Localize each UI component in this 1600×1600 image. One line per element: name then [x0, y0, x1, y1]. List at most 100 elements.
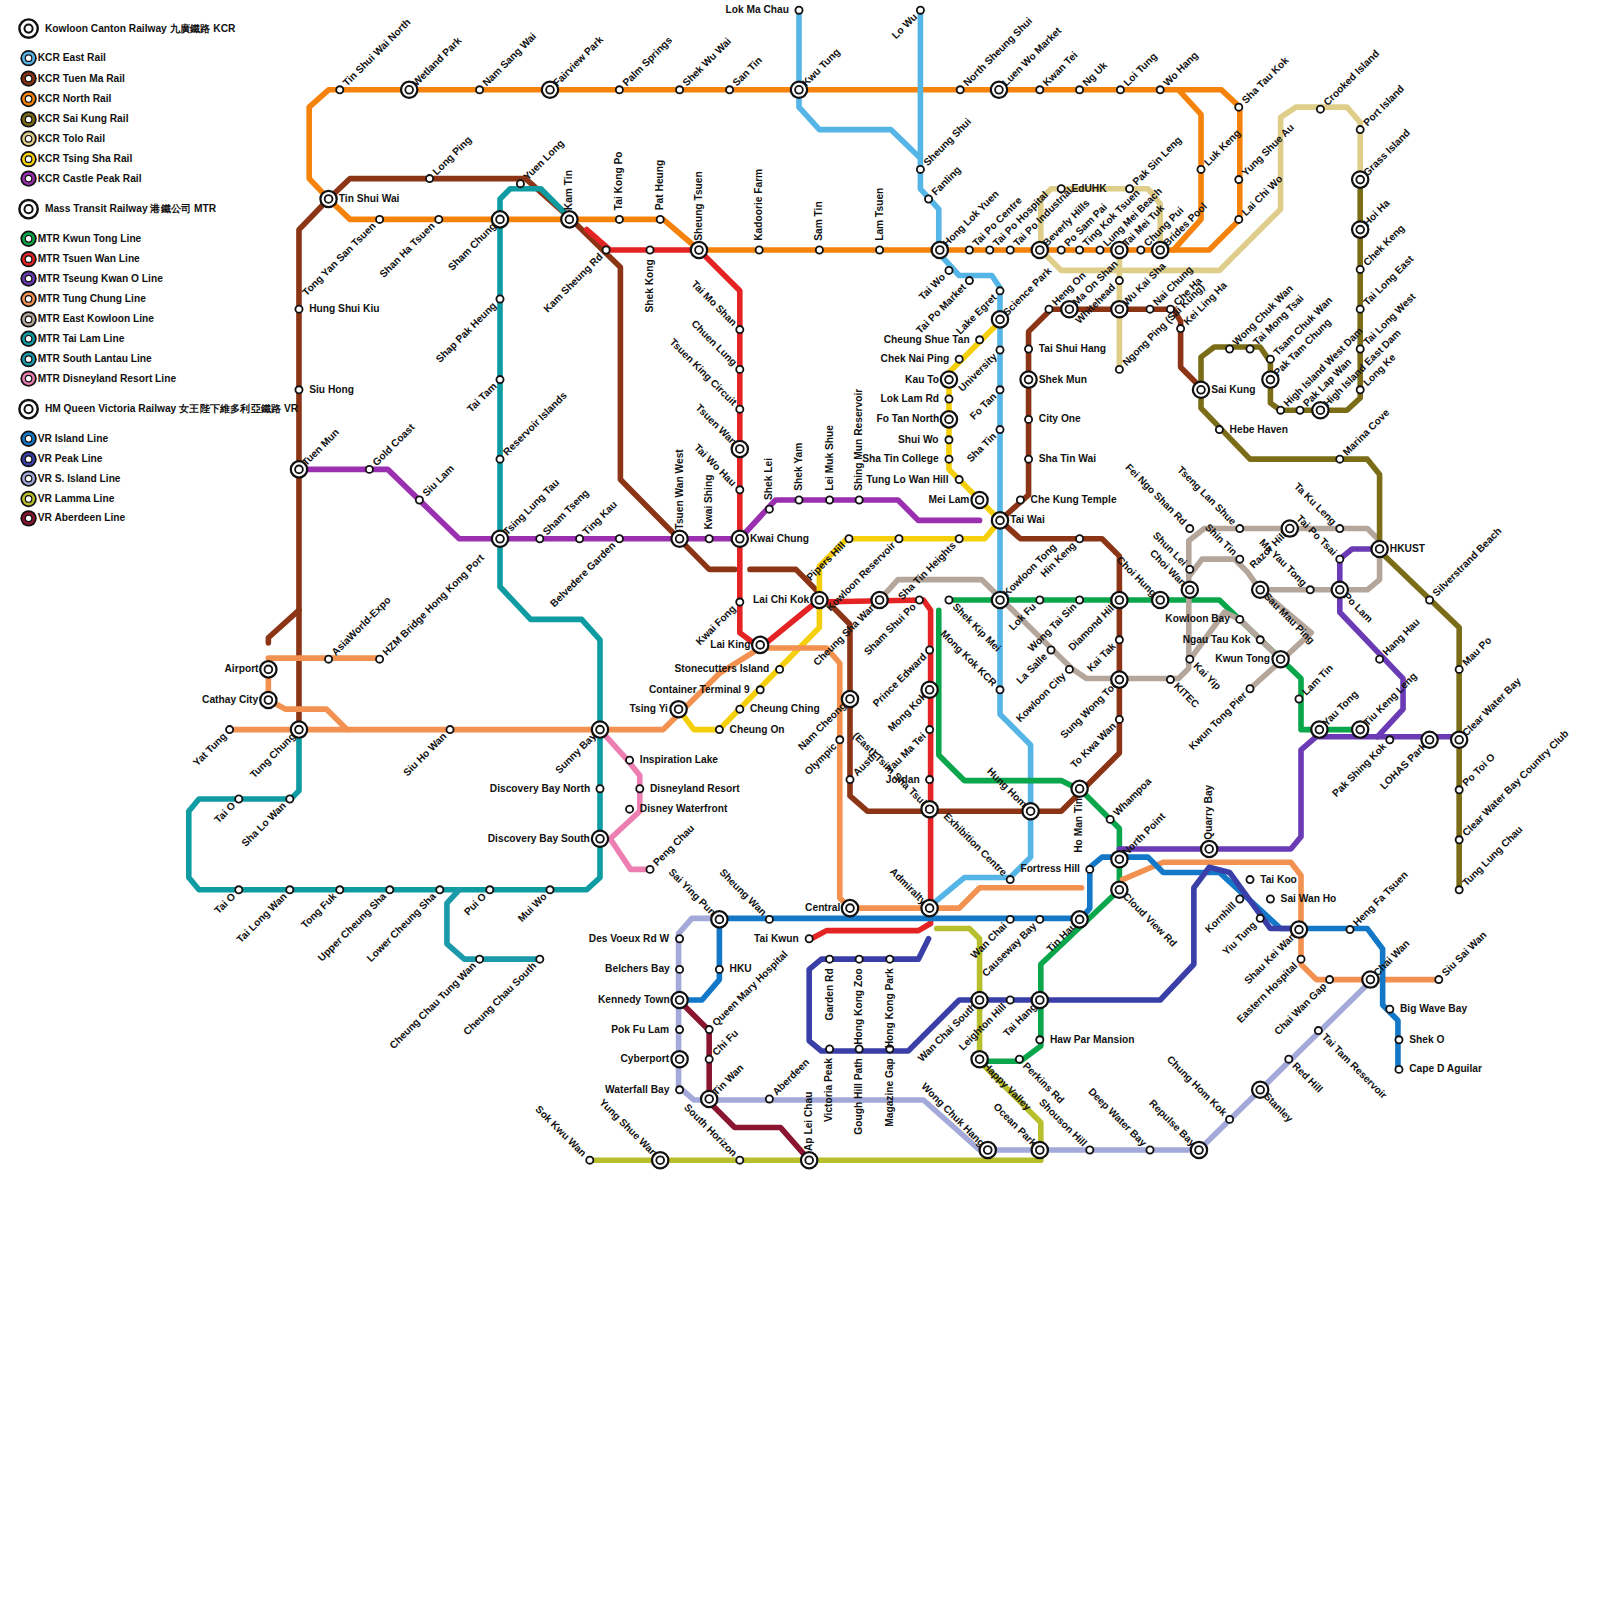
station-marker: [616, 216, 623, 223]
rail-line: [799, 10, 920, 158]
legend-swatch-dot: [25, 96, 32, 103]
station-marker: [496, 456, 503, 463]
station-marker: [826, 496, 833, 503]
legend-swatch-ring: [20, 231, 36, 247]
station-marker: [1267, 895, 1274, 902]
station-name: Yat Tung: [191, 730, 230, 769]
station-marker: [1117, 86, 1124, 93]
station-marker: [917, 7, 924, 14]
legend-text: VR S. Island Line: [38, 472, 121, 484]
station-name: Yiu Tung: [1220, 919, 1259, 958]
station-name: Pipers Hill: [804, 540, 848, 584]
legend-swatch-dot: [25, 296, 32, 303]
rail-line: [447, 890, 541, 959]
station-marker: [996, 346, 1003, 353]
station-name: Red Hill: [1290, 1060, 1326, 1096]
legend-swatch-dot: [25, 256, 32, 263]
legend-text: KCR Sai Kung Rail: [38, 113, 129, 125]
station-name: La Salle: [1014, 651, 1050, 687]
station-marker: [435, 216, 442, 223]
station-name: Sai Wan Ho: [1281, 893, 1337, 905]
station-marker: [235, 795, 242, 802]
interchange-marker: [596, 726, 604, 734]
legend-swatch: [22, 493, 35, 506]
station-name: Lai Chi Kok: [753, 594, 809, 606]
station-name: Clear Water Bay: [1460, 675, 1524, 739]
station-name: Gough Hill Path: [853, 1058, 865, 1135]
station-marker: [1058, 246, 1065, 253]
station-name: Mong Kok: [886, 691, 930, 735]
legend-swatch-ring: [20, 270, 36, 286]
station-marker: [996, 686, 1003, 693]
station-marker: [1036, 916, 1043, 923]
station-name: Yung Shue Au: [1240, 122, 1297, 179]
station-name: Lok Lam Rd: [881, 393, 939, 405]
interchange-marker: [846, 695, 854, 703]
interchange-marker: [675, 705, 683, 713]
station-name: Sha Tin: [965, 430, 1000, 465]
station-name: Fanling: [929, 164, 963, 198]
station-name: Lok Ma Chau: [726, 4, 790, 16]
station-name: Tong Yan San Tsuen: [300, 220, 378, 298]
station-marker: [736, 598, 743, 605]
interchange-marker: [1036, 1146, 1044, 1154]
station-name: Pui O: [462, 891, 490, 919]
station-marker: [586, 1157, 593, 1164]
station-marker: [1226, 345, 1233, 352]
station-name: Cheung Ching: [750, 703, 820, 715]
station-name: HKU: [730, 963, 752, 975]
rail-line: [1119, 737, 1459, 849]
legend-text: HM Queen Victoria Railway 女王陛下維多利亞鐵路 VR: [45, 403, 298, 415]
interchange-marker: [1193, 382, 1209, 398]
interchange-marker: [676, 1055, 684, 1063]
interchange-marker: [926, 805, 934, 813]
station-name: Cloud View Rd: [1120, 891, 1179, 950]
station-marker: [856, 956, 863, 963]
station-marker: [1137, 246, 1144, 253]
station-marker: [626, 757, 633, 764]
interchange-marker: [936, 246, 944, 254]
interchange-marker: [264, 696, 272, 704]
interchange-marker: [671, 531, 687, 547]
legend-swatch-dot: [25, 436, 32, 443]
interchange-marker: [996, 596, 1004, 604]
station-marker: [1236, 556, 1243, 563]
interchange-marker: [846, 904, 854, 912]
station-marker: [1047, 646, 1054, 653]
station-marker: [1007, 246, 1014, 253]
station-marker: [926, 646, 933, 653]
interchange-marker: [1186, 586, 1194, 594]
rail-line: [679, 918, 1373, 1150]
station-marker: [945, 596, 952, 603]
station-marker: [976, 336, 983, 343]
rail-line: [949, 600, 1362, 730]
legend-swatch-dot: [25, 136, 32, 143]
interchange-marker: [736, 445, 744, 453]
station-name: Mau Po: [1460, 634, 1494, 668]
station-marker: [1036, 596, 1043, 603]
legend-symbol: [24, 205, 32, 213]
interchange-marker: [1286, 525, 1294, 533]
station-name: Gold Coast: [370, 421, 417, 468]
station-marker: [386, 886, 393, 893]
rail-line: [189, 189, 600, 890]
legend-text: KCR Tolo Rail: [38, 133, 105, 145]
interchange-marker: [1272, 651, 1288, 667]
interchange-marker: [736, 535, 744, 543]
interchange-marker: [996, 316, 1004, 324]
station-name: Peng Chau: [651, 822, 697, 868]
station-marker: [1236, 525, 1243, 532]
station-name: Wetland Park: [410, 35, 464, 89]
station-name: Siu Hong: [309, 384, 354, 396]
station-name: Tai Shui Hang: [1039, 343, 1106, 355]
station-marker: [1086, 866, 1093, 873]
station-name: Wong Chuk Hang: [918, 1081, 987, 1150]
legend-text: Mass Transit Railway 港鐵公司 MTR: [45, 203, 216, 215]
station-marker: [517, 180, 524, 187]
interchange-marker: [1336, 586, 1344, 594]
station-name: Shek Mun: [1039, 373, 1087, 385]
station-name: Exhibition Centre: [941, 810, 1009, 878]
station-marker: [956, 535, 963, 542]
station-name: Stonecutters Island: [674, 663, 769, 675]
station-name: Kam Sheung Rd: [541, 251, 605, 315]
